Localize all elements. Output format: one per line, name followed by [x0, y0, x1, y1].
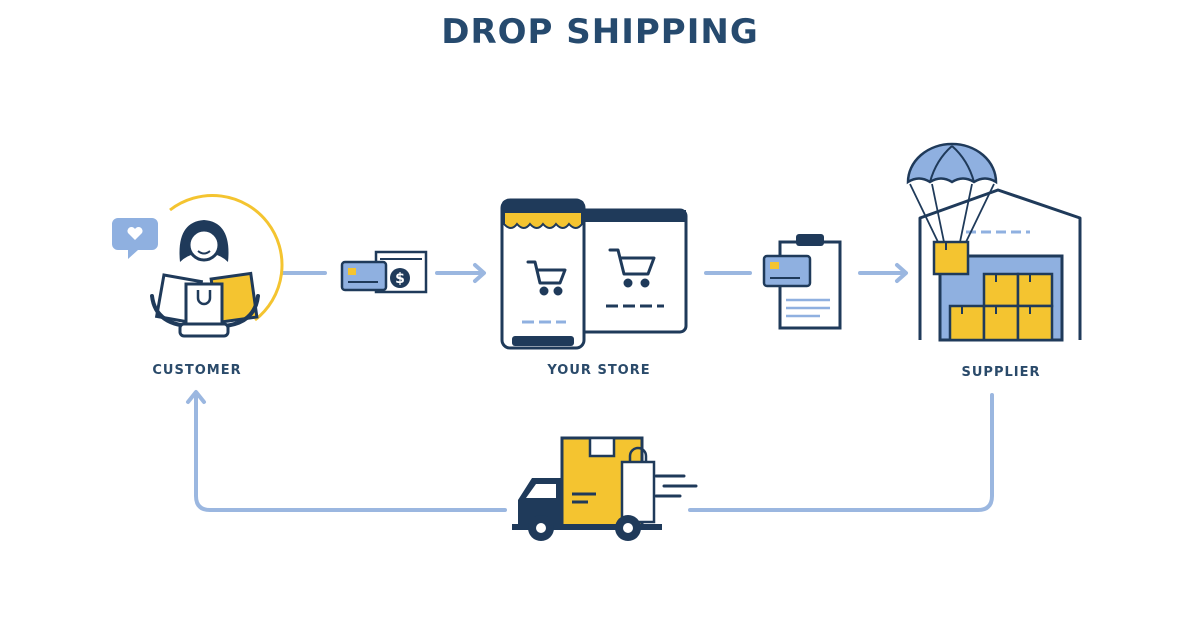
store-illustration — [500, 198, 688, 350]
store-label: YOUR STORE — [547, 363, 651, 378]
customer-illustration — [112, 194, 284, 338]
supplier-label: SUPPLIER — [961, 365, 1041, 380]
customer-label: CUSTOMER — [152, 363, 242, 378]
cart-icon — [608, 248, 656, 288]
return-line-right — [688, 393, 994, 512]
payment-icon: $ — [340, 250, 428, 294]
page-title: DROP SHIPPING — [441, 12, 759, 52]
arrow-order-to-supplier-icon — [858, 263, 908, 283]
parachute-icon — [906, 142, 998, 276]
connectors — [186, 263, 994, 512]
return-line-left — [194, 393, 507, 512]
cart-icon — [526, 260, 567, 296]
supplier-warehouse-illustration — [906, 142, 1082, 342]
order-clipboard-icon — [762, 234, 842, 330]
heart-icon — [127, 226, 143, 240]
arrow-up-to-customer-icon — [186, 390, 206, 404]
delivery-truck-illustration — [512, 436, 698, 541]
arrow-payment-to-store-icon — [435, 263, 486, 283]
svg-text:$: $ — [395, 271, 405, 287]
